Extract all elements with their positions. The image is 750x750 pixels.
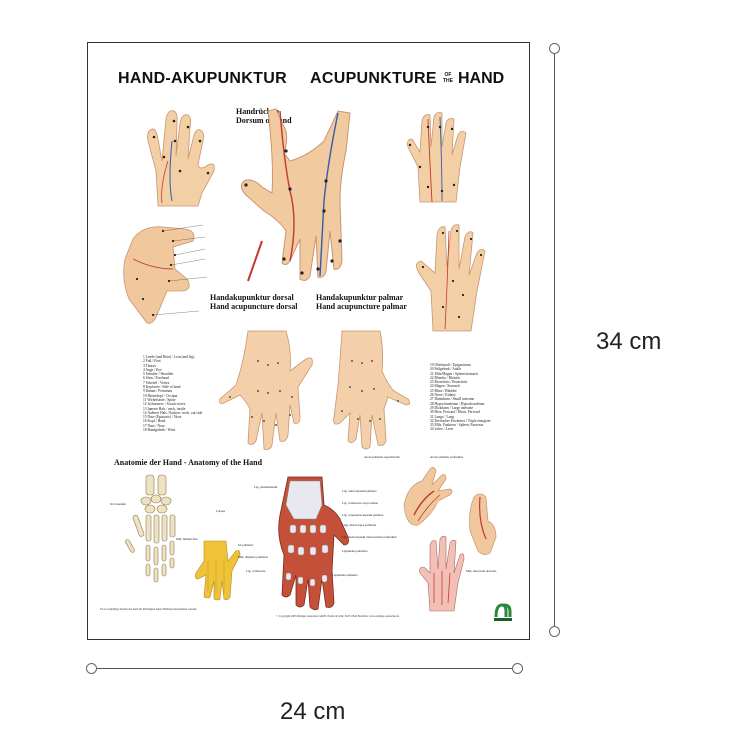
title-of-the: OF THE (443, 72, 453, 84)
side-hand-left (123, 224, 208, 324)
muscle-hand-yellow (195, 540, 241, 601)
palmar-acupuncture-hand (333, 330, 410, 450)
label-ligamenta-palmaria-1: Ligamenta palmaria (342, 549, 368, 553)
label-ligamenta-palmaria-2: Ligamenta palmaria (332, 573, 358, 577)
label-lig-metacarpeum-transversum: Lig. metacarpeum transversum profundum (342, 535, 397, 539)
label-lig-collaterale-carpi: Lig. collaterale carpi radiale (342, 501, 378, 505)
caption-dorsal: Handakupunktur dorsal Hand acupuncture d… (210, 293, 298, 311)
label-mm-lumbricales: Mm. lumbricales (176, 537, 198, 541)
caption-dorsum: Handrücken Dorsum of hand (236, 107, 292, 125)
label-mm-interossei: Mm. interossei dorsales (466, 569, 497, 573)
title-english: ACUPUNKTURE (310, 70, 437, 87)
caption-palmar: Handakupunktur palmar Hand acupuncture p… (316, 293, 407, 311)
dorsal-acupuncture-hand (219, 330, 313, 450)
poster-title: HAND-AKUPUNKTUR ACUPUNKTURE OF THE HAND (88, 70, 529, 92)
legend-right: 19 Oberbauch / Epigastrium 20 Fußgelenk … (430, 363, 491, 432)
title-hand: HAND (458, 70, 505, 87)
label-mm-digitales: Mm. digitales palmares (238, 555, 269, 559)
skeleton-hand (125, 474, 176, 583)
width-dimension-line (92, 668, 518, 669)
label-os-lunatum: Os Lunatum (110, 502, 126, 506)
artery-hand-1 (403, 467, 453, 526)
label-arcus-superficialis: Arcus palmaris superficialis (364, 455, 400, 459)
poster-chart: HAND-AKUPUNKTUR ACUPUNKTURE OF THE HAND … (87, 42, 530, 640)
width-dimension-left-marker (86, 663, 97, 674)
label-lig-collaterale: Lig. collaterale (246, 569, 266, 573)
height-dimension-top-marker (549, 43, 560, 54)
height-dimension-line (554, 49, 555, 632)
label-lig-radiocarpeum: Lig. radiocarpeum palmare (342, 489, 377, 493)
label-carpus: Carpus (216, 509, 226, 513)
legend-left: 1 Lende (und Bein) / Loin (and leg) 2 Fu… (143, 355, 203, 433)
footer-right: © Copyright 2003 Rüdiger Anatomie GmbH, … (276, 615, 400, 618)
small-hand-top-right (407, 112, 467, 203)
label-lig-carpometacarpeum: Lig. carpometacarpeum palmare (342, 513, 384, 517)
label-m-palmaris: M. palmaris (238, 543, 254, 547)
width-dimension-right-marker (512, 663, 523, 674)
interosseous-hand (419, 536, 465, 612)
artery-hand-2 (469, 493, 497, 555)
label-ligg-metacarpea: Ligg. metacarpea palmaria (342, 523, 377, 527)
side-hand-right (416, 224, 486, 332)
ligament-hand (278, 476, 349, 611)
title-german: HAND-AKUPUNKTUR (118, 70, 287, 87)
height-dimension-label: 34 cm (596, 328, 662, 355)
label-lig-pisohamatum: Lig. pisohamatum (254, 485, 278, 489)
small-hand-top-left (147, 110, 215, 207)
height-dimension-bottom-marker (549, 626, 560, 637)
width-dimension-label: 24 cm (280, 698, 346, 725)
large-dorsum-hand (240, 108, 351, 282)
anatomy-title: Anatomie der Hand - Anatomy of the Hand (114, 458, 263, 467)
publisher-logo-icon (494, 603, 512, 621)
label-arcus-profundus: Arcus palmaris profundus (430, 455, 464, 459)
footer-left: Trotz sorgfältiger Recherche kann für Ri… (100, 608, 197, 611)
